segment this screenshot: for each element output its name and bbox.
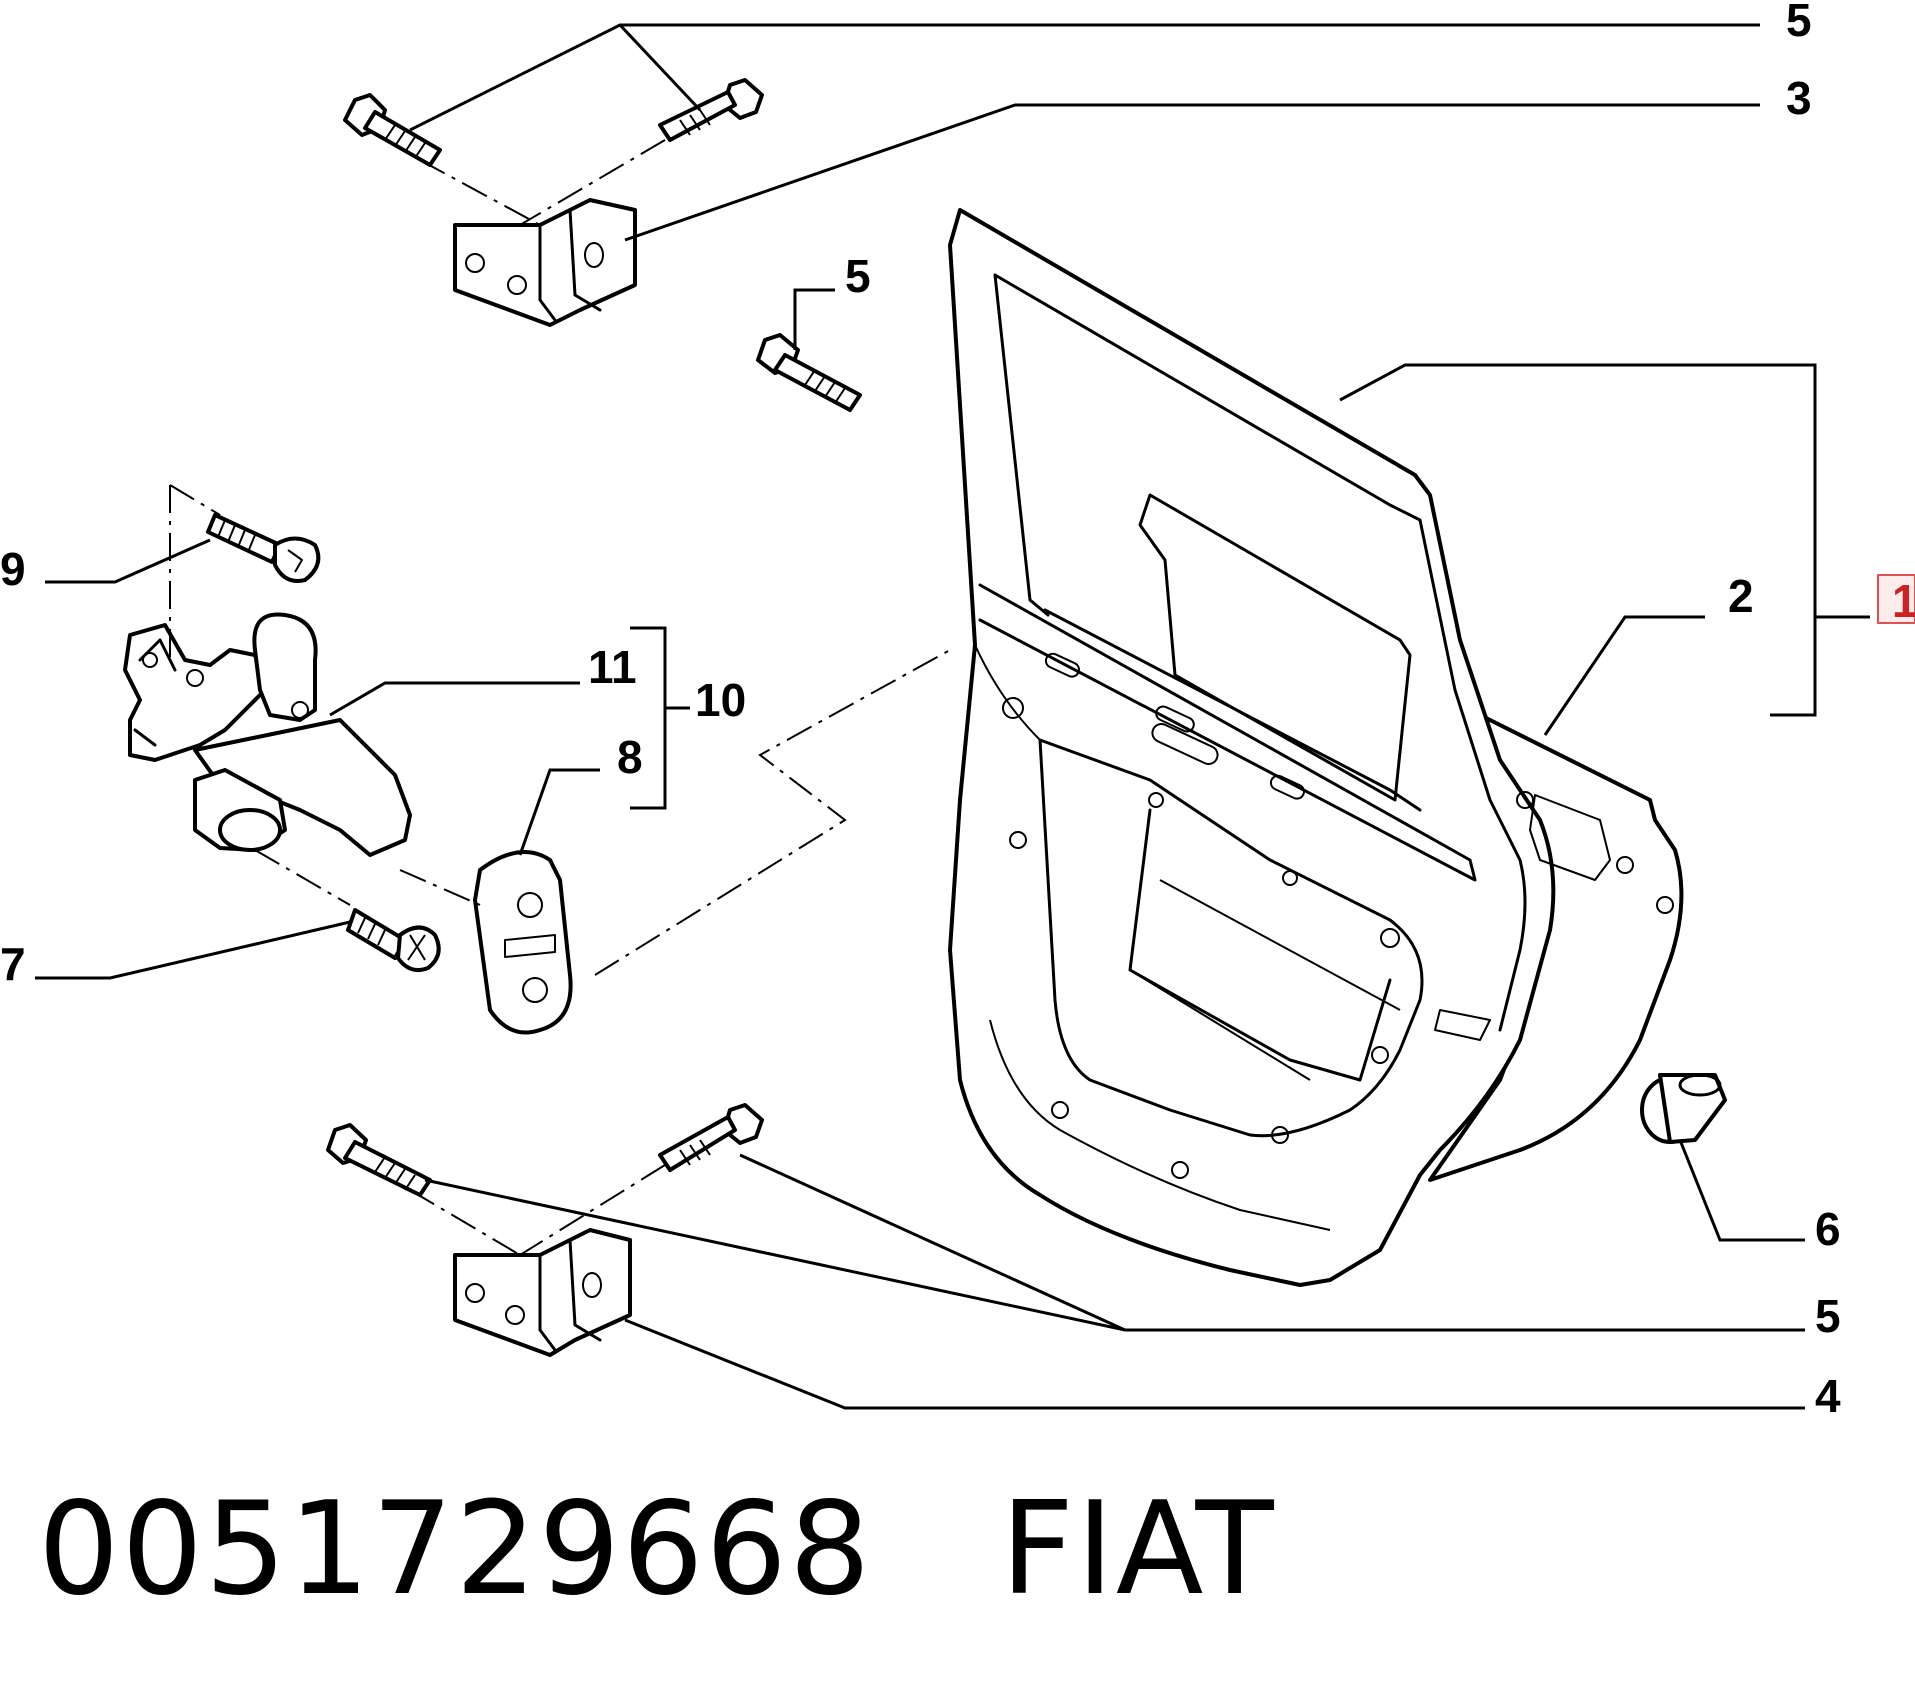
callout-9: 9 — [0, 543, 26, 595]
bolt-top-right — [658, 78, 764, 142]
callout-4: 4 — [1815, 1370, 1841, 1422]
callout-5-top: 5 — [1786, 0, 1812, 46]
lower-hinge — [453, 1228, 632, 1357]
callout-1-highlight — [1877, 574, 1915, 624]
bolt-middle — [756, 333, 862, 412]
callout-8: 8 — [617, 731, 643, 783]
callout-5-bottom: 5 — [1815, 1290, 1841, 1342]
door-check-assembly — [123, 612, 412, 857]
callout-7: 7 — [0, 938, 26, 990]
brand-name: FIAT — [1000, 1475, 1276, 1624]
bolt-bottom-right — [658, 1103, 764, 1172]
callout-2: 2 — [1728, 570, 1754, 622]
callout-3: 3 — [1786, 72, 1812, 124]
callout-5-middle: 5 — [845, 250, 871, 302]
leader-lines — [35, 23, 1870, 1410]
rear-door-panel — [948, 208, 1684, 1287]
screw-7 — [346, 908, 441, 972]
callout-10: 10 — [695, 674, 746, 726]
striker-plate — [473, 850, 573, 1035]
screw-9 — [206, 513, 321, 583]
callout-6: 6 — [1815, 1203, 1841, 1255]
rubber-cap — [1640, 1073, 1727, 1144]
bolt-top-left — [343, 93, 442, 167]
upper-hinge — [453, 198, 637, 327]
callout-1: 1 — [1892, 575, 1915, 627]
bolt-bottom-left — [326, 1123, 432, 1197]
callout-11: 11 — [588, 641, 637, 693]
callout-labels: 5 3 5 1 2 11 10 8 9 7 6 5 4 — [0, 0, 1915, 1422]
part-caption: 0051729668 FIAT — [38, 1470, 1276, 1630]
assembly-guide-lines — [169, 139, 951, 1256]
part-number: 0051729668 — [38, 1475, 873, 1624]
